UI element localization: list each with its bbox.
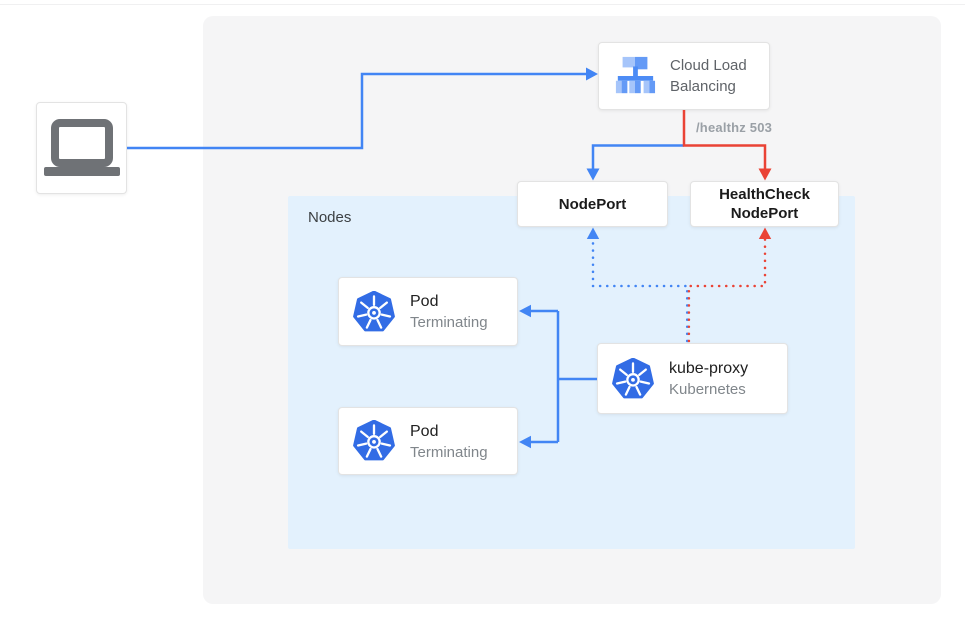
pod-status: Terminating [410,443,488,461]
healthcheck-label-line1: HealthCheck [719,186,810,203]
kube-proxy-text: kube-proxy Kubernetes [669,357,748,400]
kube-proxy-title: kube-proxy [669,360,749,377]
top-divider [0,4,965,5]
pod-box-1: Pod Terminating [338,277,518,346]
healthz-status-label: /healthz 503 [696,120,773,135]
kubernetes-wheel-icon [353,290,395,331]
pod-title: Pod [410,422,439,440]
pod-box-2: Pod Terminating [338,407,518,475]
client-box [36,102,127,194]
nodeport-label: NodePort [558,195,627,213]
pod-text: Pod Terminating [410,290,488,333]
kube-proxy-subtitle: Kubernetes [669,381,746,398]
load-balancer-tree-icon [615,56,656,94]
pod-status: Terminating [410,314,488,331]
nodeport-box: NodePort [517,181,668,227]
kube-proxy-box: kube-proxy Kubernetes [597,343,788,414]
pod-text: Pod Terminating [410,420,488,463]
healthcheck-nodeport-box: HealthCheck NodePort [690,181,839,227]
kubernetes-wheel-icon [353,420,395,461]
load-balancer-box: Cloud Load Balancing [598,42,770,110]
laptop-icon [43,119,120,176]
nodes-group-label: Nodes [308,209,352,226]
kubernetes-wheel-icon [612,357,654,398]
pod-title: Pod [410,293,439,310]
healthcheck-label-line2: NodePort [730,205,799,222]
load-balancer-label: Cloud Load Balancing [670,57,747,95]
